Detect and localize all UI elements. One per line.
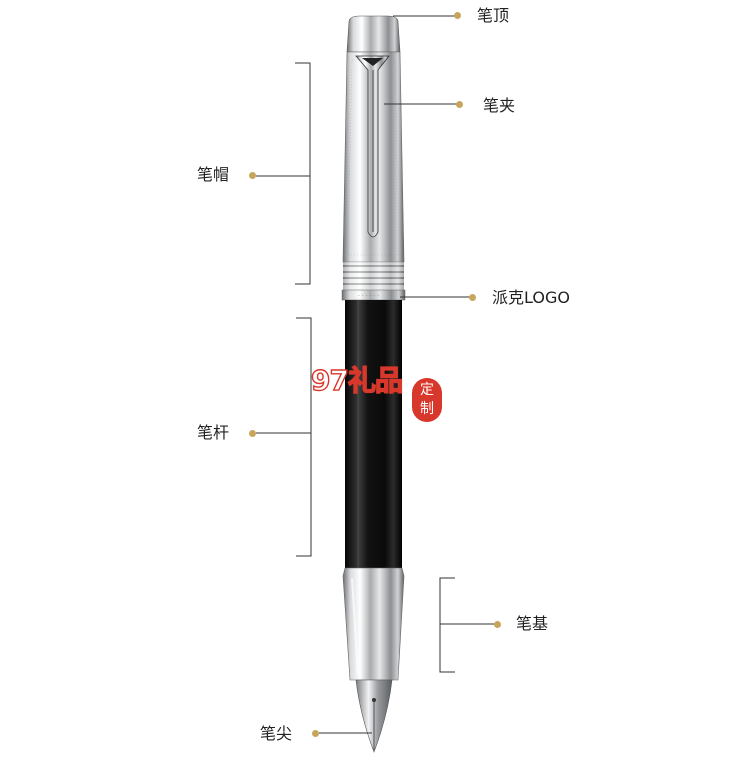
dot-section <box>494 621 501 628</box>
svg-text:· · · · · ·: · · · · · · <box>358 293 379 300</box>
label-pen-top: 笔顶 <box>477 6 510 25</box>
dot-nib <box>312 730 319 737</box>
label-parker-logo: 派克LOGO <box>492 288 570 307</box>
label-pen-section: 笔基 <box>516 614 549 633</box>
pen-top <box>346 15 401 53</box>
seal-char-1: 定 <box>420 382 434 398</box>
dot-clip <box>456 101 463 108</box>
leader-lines <box>256 15 497 734</box>
watermark-text: 97礼品 <box>310 364 403 397</box>
pen-section <box>342 567 405 681</box>
pen-barrel <box>345 300 402 568</box>
label-pen-cap: 笔帽 <box>197 165 230 184</box>
dot-barrel <box>249 430 256 437</box>
seal-char-2: 制 <box>420 401 434 417</box>
dot-top <box>454 12 461 19</box>
label-pen-barrel: 笔杆 <box>197 423 230 442</box>
label-pen-nib: 笔尖 <box>260 724 293 743</box>
dot-logo <box>469 294 476 301</box>
label-pen-clip: 笔夹 <box>483 96 516 115</box>
dot-cap <box>249 172 256 179</box>
pen-nib <box>355 679 393 753</box>
pen-clip <box>355 55 390 238</box>
watermark-seal: 定 制 <box>412 378 442 422</box>
